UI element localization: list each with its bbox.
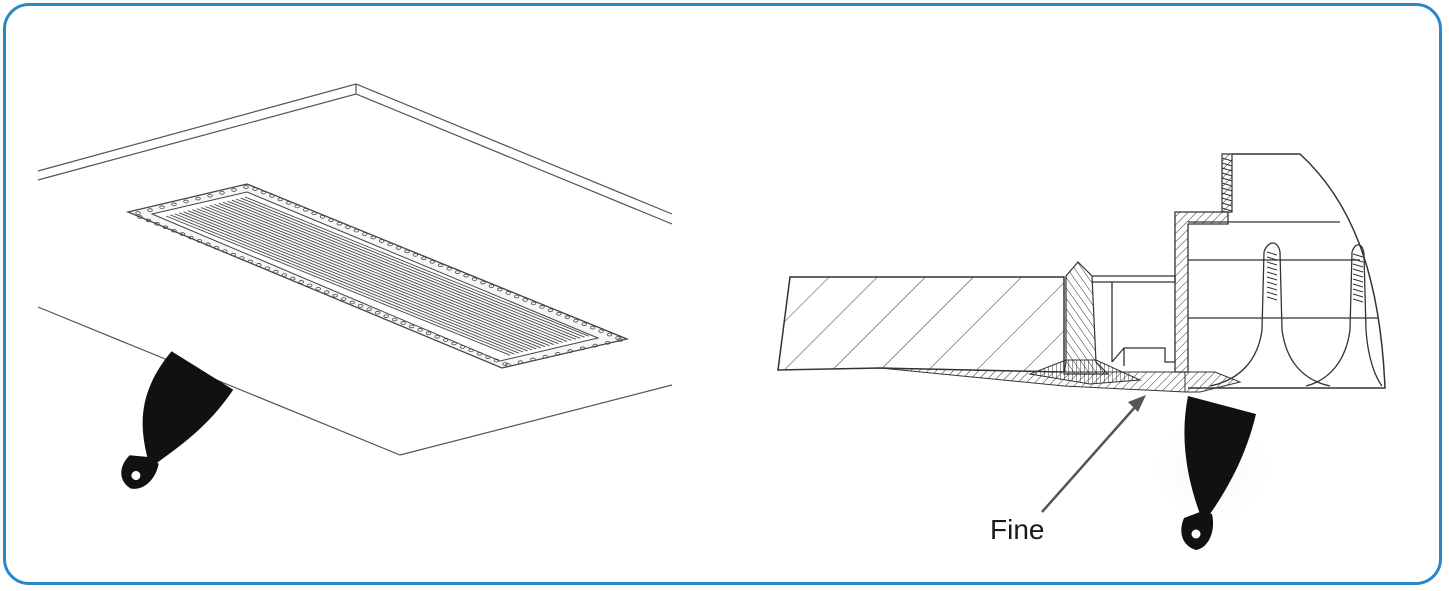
ceiling-board-section <box>777 276 1065 373</box>
ceiling-panel-view <box>37 83 673 489</box>
fine-label: Fine <box>990 514 1045 545</box>
filler-section <box>1028 261 1142 385</box>
grille-slots <box>165 196 590 356</box>
flange-perforations <box>135 185 623 367</box>
profile-channel <box>1092 275 1176 366</box>
putty-knife-icon <box>121 351 234 489</box>
grille-body-section <box>1174 153 1386 393</box>
callout-arrow <box>1041 395 1146 513</box>
putty-knife-icon <box>1181 396 1256 550</box>
cross-section-view <box>777 153 1386 550</box>
diagram-frame <box>3 3 1442 585</box>
